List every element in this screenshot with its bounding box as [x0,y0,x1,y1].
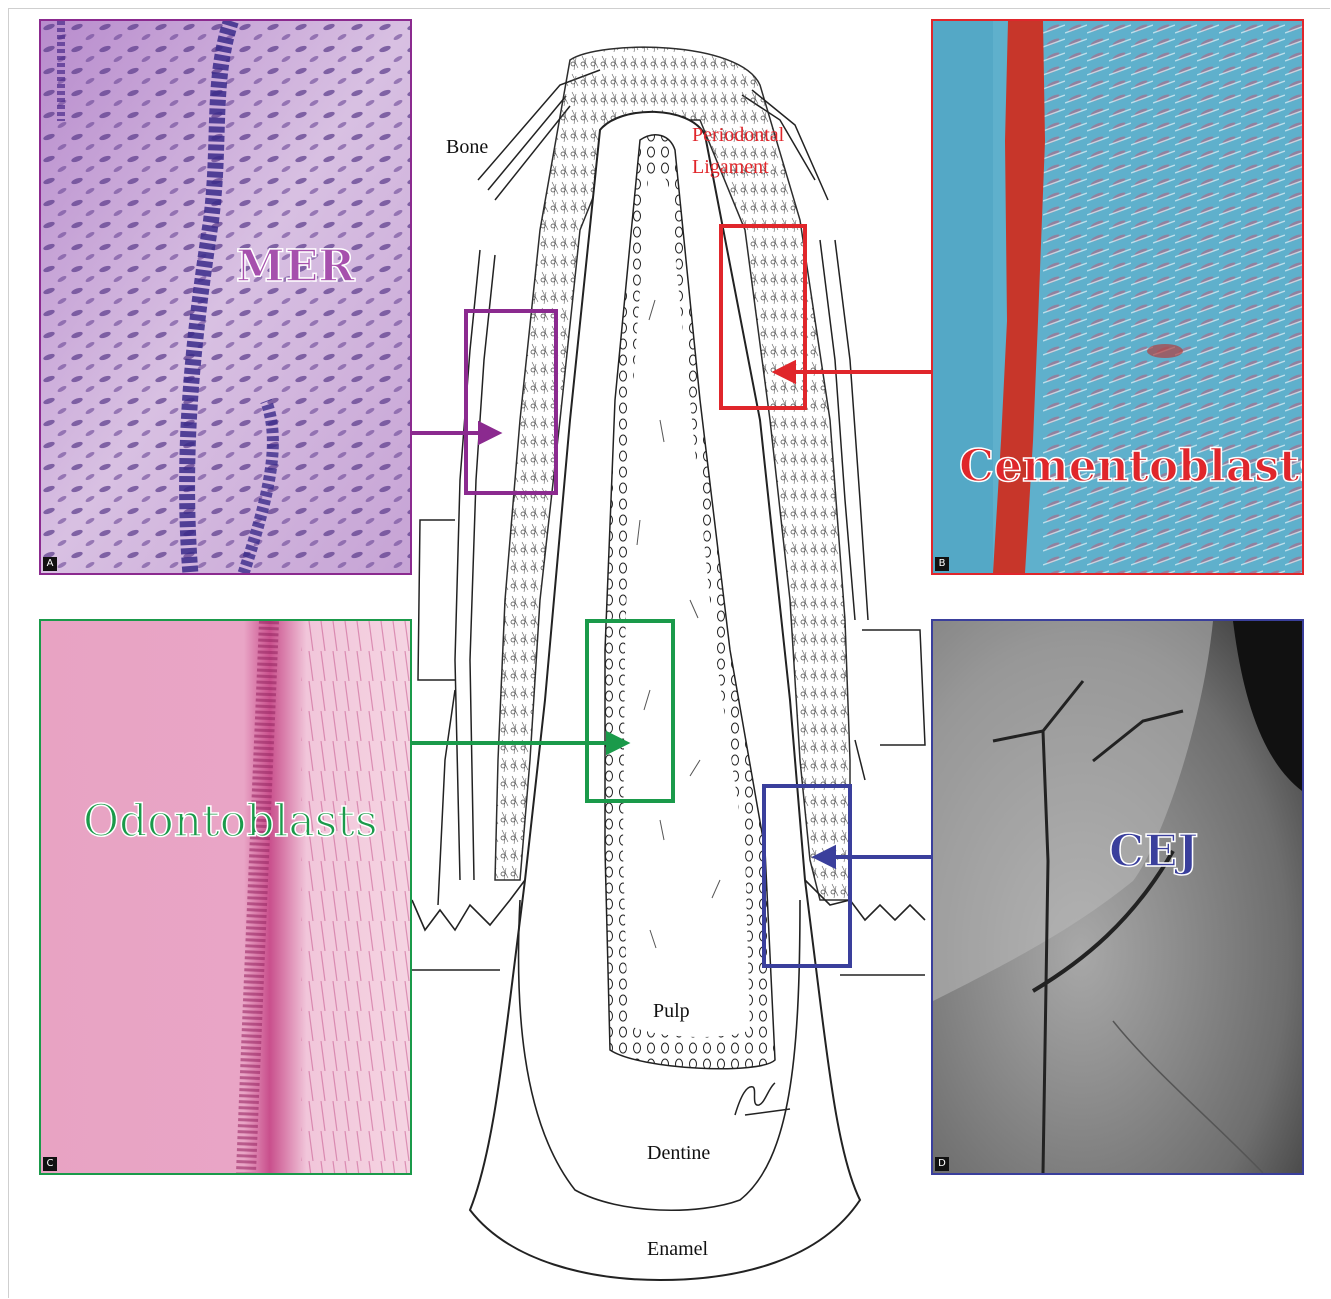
panel-b-letter: B [935,557,949,571]
panel-a-histology [41,21,410,573]
panel-a-letter: A [43,557,57,571]
panel-c-odontoblasts: Odontoblasts C [39,619,412,1175]
label-enamel: Enamel [647,1238,708,1261]
label-dentine: Dentine [647,1142,710,1165]
panel-c-histology [41,621,410,1173]
label-pdl-line1: Periodontal [692,124,784,147]
panel-d-micrograph [933,621,1302,1173]
label-pulp: Pulp [653,1000,690,1023]
panel-c-title: Odontoblasts [83,796,378,847]
panel-d-title: CEJ [1109,826,1198,877]
panel-d-cej: CEJ D [931,619,1304,1175]
panel-b-title: Cementoblasts [959,441,1304,492]
label-bone: Bone [446,136,488,159]
panel-a-mer: MER A [39,19,412,575]
label-pdl-line2: Ligament [692,156,769,179]
gingiva-left [412,880,525,970]
panel-a-title: MER [236,241,355,292]
panel-d-letter: D [935,1157,949,1171]
panel-c-letter: C [43,1157,57,1171]
panel-b-cementoblasts: Cementoblasts B [931,19,1304,575]
